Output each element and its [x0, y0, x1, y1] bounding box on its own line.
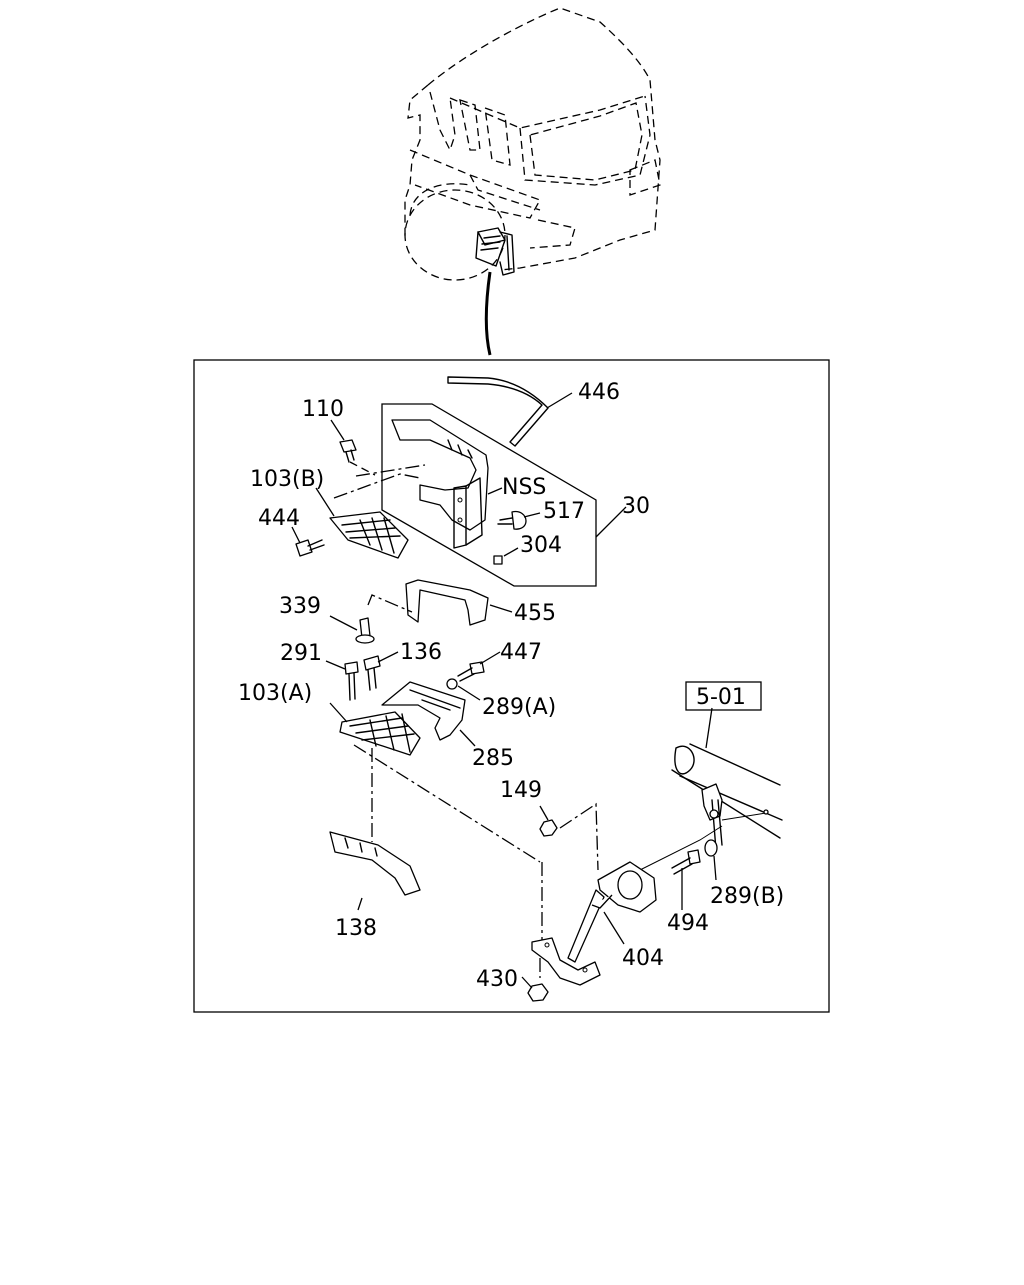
ref-box-5-01	[685, 681, 762, 711]
truck-cab-illustration	[404, 7, 661, 356]
callout-304: 304	[520, 533, 562, 558]
callout-136: 136	[400, 640, 442, 665]
callout-404: 404	[622, 946, 664, 971]
callout-501: 5-01	[696, 685, 746, 710]
detail-frame	[193, 359, 830, 1013]
callout-455: 455	[514, 601, 556, 626]
callout-289b: 289(B)	[710, 884, 784, 909]
callout-430: 430	[476, 967, 518, 992]
callout-446: 446	[578, 380, 620, 405]
callout-149: 149	[500, 778, 542, 803]
callout-289a: 289(A)	[482, 695, 556, 720]
leader-lines	[291, 392, 717, 989]
callout-285: 285	[472, 746, 514, 771]
callout-103a: 103(A)	[238, 681, 312, 706]
parts-geometry	[295, 376, 783, 1002]
callout-291: 291	[280, 641, 322, 666]
callout-444: 444	[258, 506, 300, 531]
callout-138: 138	[335, 916, 377, 941]
callout-494: 494	[667, 911, 709, 936]
callout-103b: 103(B)	[250, 467, 324, 492]
callout-30: 30	[622, 494, 650, 519]
callout-339: 339	[279, 594, 321, 619]
callout-110: 110	[302, 397, 344, 422]
callout-nss: NSS	[502, 475, 546, 500]
callout-447: 447	[500, 640, 542, 665]
callout-labels: 446 110 103(B) NSS 517 30 444 304 339 45…	[238, 380, 784, 992]
callout-517: 517	[543, 499, 585, 524]
